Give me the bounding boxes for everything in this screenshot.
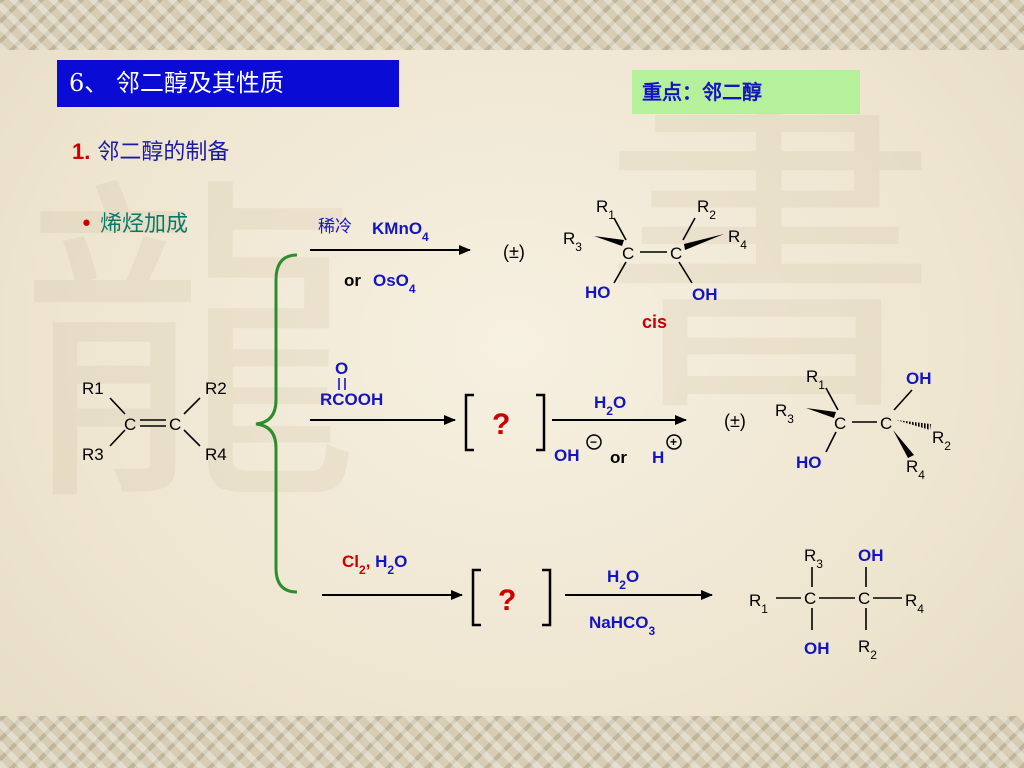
bullet-label: 烯烃加成 [99, 212, 188, 237]
r2-wedge-r4 [893, 430, 914, 458]
r3-reagent-bottom: NaHCO3 [589, 613, 656, 638]
reactant-r3: R3 [82, 445, 104, 464]
r3-prod-oh-bottom: OH [804, 639, 830, 658]
reaction-brace [255, 253, 298, 594]
r2-plus-charge [666, 434, 682, 450]
r3-prod-r4: R4 [905, 591, 924, 616]
r2-peracid: RCOOH [320, 390, 383, 409]
r1-wedge-r3 [594, 236, 624, 246]
bullet-item: • 烯烃加成 [80, 206, 188, 238]
r1-reagent-bottom: OsO4 [373, 271, 416, 296]
r2-reagent-oh: OH [554, 446, 580, 465]
r2-prod-oh-top: OH [906, 369, 932, 388]
r2-reagent-or: or [610, 448, 627, 467]
r1-reagent-top: KMnO4 [372, 219, 429, 244]
background-watermark-left: 龍 [20, 152, 360, 548]
r2-wedge-r3 [806, 408, 836, 418]
r2-bracket-left [464, 393, 474, 452]
r1-prod-c-right: C [670, 244, 682, 263]
r1-prod-r4: R4 [728, 227, 747, 252]
r3-prod-r1: R1 [749, 591, 768, 616]
r3-prod-oh-top: OH [858, 546, 884, 565]
key-point-badge: 重点：邻二醇 [632, 70, 860, 114]
r1-stereo-label: cis [642, 312, 667, 332]
slide-title: 6、 邻二醇及其性质 [57, 60, 399, 107]
r3-prod-c-left: C [804, 589, 816, 608]
section-heading: 1. 邻二醇的制备 [72, 134, 229, 166]
section-label: 邻二醇的制备 [97, 140, 230, 165]
r1-prod-r3: R3 [563, 229, 582, 254]
reactant-c-right: C [169, 415, 181, 434]
reaction-1: 稀冷 KMnO4 or OsO4 (±) R1 R2 R3 R4 C C [310, 197, 747, 332]
alkene-reactant: R1 R2 R3 R4 C C [82, 379, 227, 464]
reaction-2: O RCOOH ? H2O OH − or H + (±) R1 OH R3 R [310, 359, 951, 482]
r3-intermediate-unknown: ? [498, 584, 516, 617]
r3-prod-c-right: C [858, 589, 870, 608]
reactant-r4: R4 [205, 445, 227, 464]
reaction-3: Cl2, H2O ? H2O NaHCO3 R3 OH R1 R4 C C [322, 546, 924, 662]
reactant-r1: R1 [82, 379, 104, 398]
r1-prod-c-left: C [622, 244, 634, 263]
r2-bracket-right [536, 393, 546, 452]
r2-prod-c-right: C [880, 414, 892, 433]
r3-bracket-left [471, 568, 481, 627]
r1-product: R1 R2 R3 R4 C C HO OH [563, 197, 747, 304]
r2-intermediate-unknown: ? [492, 408, 510, 441]
r1-wedge-r4 [684, 234, 724, 250]
r2-reagent-top: H2O [594, 393, 626, 418]
r2-prod-c-left: C [834, 414, 846, 433]
reactant-c-left: C [124, 415, 136, 434]
r2-prod-r3: R3 [775, 401, 794, 426]
r3-prod-r2: R2 [858, 637, 877, 662]
r2-hash-r2 [896, 420, 931, 430]
r2-product: R1 OH R3 R2 R4 C C HO [775, 367, 951, 482]
r1-prod-r2: R2 [697, 197, 716, 222]
r1-prod-ho: HO [585, 283, 611, 302]
r2-minus-charge [586, 434, 602, 450]
r2-prod-r1: R1 [806, 367, 825, 392]
r2-prod-ho: HO [796, 453, 822, 472]
bullet-dot: • [80, 212, 93, 237]
r3-reagent-top: H2O [607, 567, 639, 592]
r2-reagent-h: H [652, 448, 664, 467]
r3-reagent: Cl2, H2O [342, 552, 407, 577]
r1-reagent-or: or [344, 271, 361, 290]
r3-bracket-right [542, 568, 552, 627]
r3-product: R3 OH R1 R4 C C OH R2 [749, 546, 924, 662]
r1-prod-oh: OH [692, 285, 718, 304]
r2-plus-sign: + [670, 435, 677, 449]
r1-racemic-label: (±) [503, 242, 525, 262]
r1-reagent-cn: 稀冷 [318, 217, 352, 236]
r2-peracid-o: O [335, 359, 348, 378]
section-number: 1. [72, 139, 91, 164]
r2-racemic-label: (±) [724, 411, 746, 431]
reactant-r2: R2 [205, 379, 227, 398]
decorative-border-bottom [0, 716, 1024, 768]
r2-prod-r4: R4 [906, 457, 925, 482]
r1-prod-r1: R1 [596, 197, 615, 222]
r3-prod-r3: R3 [804, 546, 823, 571]
r2-minus-sign: − [590, 435, 597, 449]
r2-prod-r2: R2 [932, 428, 951, 453]
background-watermark-right: 書 [600, 62, 940, 458]
decorative-border-top [0, 0, 1024, 50]
